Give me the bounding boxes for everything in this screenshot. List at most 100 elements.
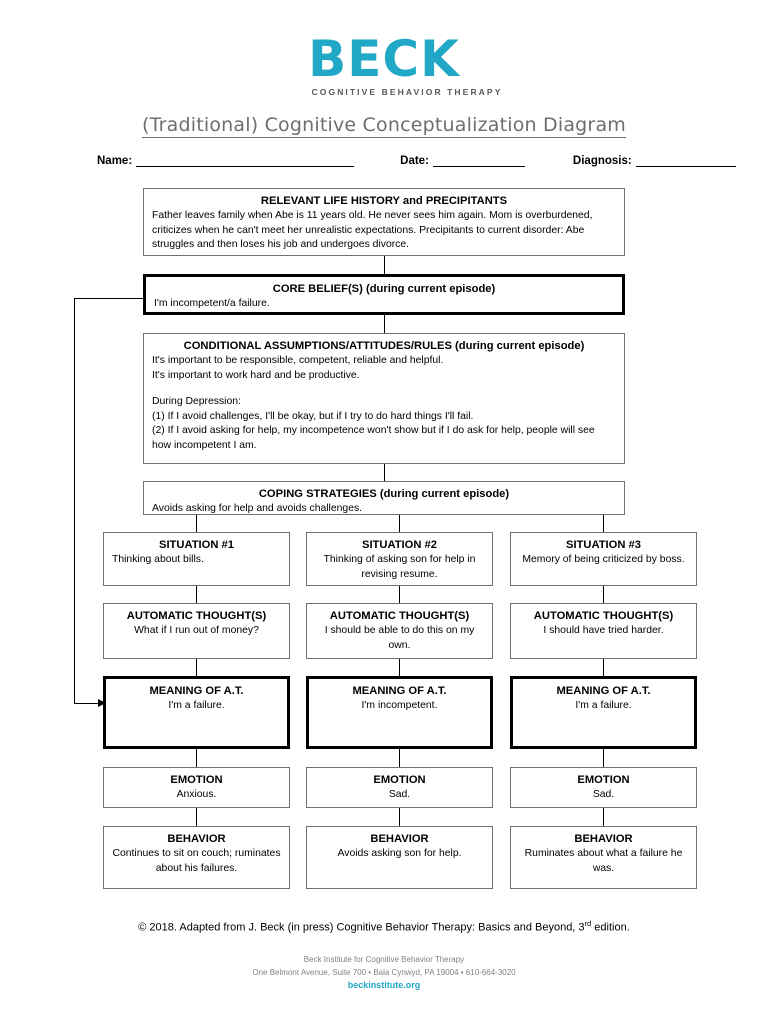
assumption-line-1: It's important to be responsible, compet… (152, 355, 444, 366)
connector-coping-to-situation-1 (196, 514, 198, 532)
copyright-ordinal: rd (584, 919, 592, 928)
automatic-thought-body-2: I should be able to do this on my own. (324, 625, 475, 651)
emotion-header-2: EMOTION (373, 774, 426, 786)
copyright-line: © 2018. Adapted from J. Beck (in press) … (0, 919, 768, 934)
assumption-line-2: It's important to work hard and be produ… (152, 369, 360, 381)
connector-c3-meaning-to-emotion (603, 749, 605, 767)
situation-box-3[interactable]: SITUATION #3 Memory of being criticized … (510, 532, 697, 586)
name-input[interactable] (136, 155, 355, 167)
emotion-box-3[interactable]: EMOTION Sad. (510, 767, 697, 808)
meaning-of-at-body-2: I'm incompetent. (361, 700, 438, 711)
diagnosis-input[interactable] (635, 155, 736, 167)
connector-c2-situation-to-thought (399, 586, 401, 603)
connector-c2-emotion-to-behavior (399, 808, 401, 826)
institute-address: One Belmont Avenue, Suite 700 • Bala Cyn… (252, 968, 516, 977)
automatic-thought-header-3: AUTOMATIC THOUGHT(S) (533, 610, 674, 622)
date-input[interactable] (432, 155, 525, 167)
behavior-header-2: BEHAVIOR (370, 833, 429, 845)
automatic-thought-body-3: I should have tried harder. (543, 625, 664, 636)
situation-header-1: SITUATION #1 (158, 539, 234, 551)
core-beliefs-box[interactable]: CORE BELIEF(S) (during current episode) … (143, 274, 625, 315)
meaning-of-at-header-2: MEANING OF A.T. (352, 685, 447, 697)
connector-c1-emotion-to-behavior (196, 808, 198, 826)
connector-assumptions-to-coping (384, 463, 386, 481)
feedback-loop-vertical-segment (74, 298, 76, 704)
connector-corebelief-to-assumptions (384, 313, 386, 334)
situation-body-3: Memory of being criticized by boss. (522, 554, 685, 565)
core-beliefs-body: I'm incompetent/a failure. (154, 298, 270, 309)
meaning-of-at-header-3: MEANING OF A.T. (556, 685, 651, 697)
behavior-body-1: Continues to sit on couch; ruminates abo… (112, 848, 281, 874)
name-label: Name: (97, 155, 133, 167)
conditional-assumptions-body: It's important to be responsible, compet… (152, 354, 616, 453)
automatic-thought-box-2[interactable]: AUTOMATIC THOUGHT(S) I should be able to… (306, 603, 493, 659)
connector-coping-to-situation-2 (399, 514, 401, 532)
connector-c3-thought-to-meaning (603, 659, 605, 676)
automatic-thought-box-1[interactable]: AUTOMATIC THOUGHT(S) What if I run out o… (103, 603, 290, 659)
feedback-loop-bottom-segment (74, 703, 102, 705)
connector-c3-situation-to-thought (603, 586, 605, 603)
behavior-box-1[interactable]: BEHAVIOR Continues to sit on couch; rumi… (103, 826, 290, 889)
conditional-assumptions-box[interactable]: CONDITIONAL ASSUMPTIONS/ATTITUDES/RULES … (143, 333, 625, 464)
page-title-text: (Traditional) Cognitive Conceptualizatio… (141, 114, 626, 138)
situation-body-1: Thinking about bills. (112, 554, 204, 565)
assumption-spacer (152, 383, 616, 395)
behavior-box-2[interactable]: BEHAVIOR Avoids asking son for help. (306, 826, 493, 889)
emotion-header-1: EMOTION (170, 774, 223, 786)
situation-box-1[interactable]: SITUATION #1 Thinking about bills. (103, 532, 290, 586)
automatic-thought-header-1: AUTOMATIC THOUGHT(S) (126, 610, 267, 622)
coping-strategies-header: COPING STRATEGIES (during current episod… (258, 488, 510, 500)
behavior-box-3[interactable]: BEHAVIOR Ruminates about what a failure … (510, 826, 697, 889)
situation-box-2[interactable]: SITUATION #2 Thinking of asking son for … (306, 532, 493, 586)
institute-website-link[interactable]: beckinstitute.org (347, 980, 421, 990)
connector-c1-situation-to-thought (196, 586, 198, 603)
meaning-of-at-box-1[interactable]: MEANING OF A.T. I'm a failure. (103, 676, 290, 749)
beck-logo: BECK COGNITIVE BEHAVIOR THERAPY (0, 34, 768, 97)
institute-footer: Beck Institute for Cognitive Behavior Th… (0, 953, 768, 992)
emotion-header-3: EMOTION (577, 774, 630, 786)
coping-strategies-body: Avoids asking for help and avoids challe… (152, 503, 363, 514)
logo-tagline: COGNITIVE BEHAVIOR THERAPY (311, 87, 503, 97)
connector-c2-thought-to-meaning (399, 659, 401, 676)
assumption-line-3: During Depression: (152, 396, 241, 407)
connector-c1-thought-to-meaning (196, 659, 198, 676)
behavior-header-3: BEHAVIOR (574, 833, 633, 845)
assumption-line-5: (2) If I avoid asking for help, my incom… (152, 425, 595, 451)
meaning-of-at-box-2[interactable]: MEANING OF A.T. I'm incompetent. (306, 676, 493, 749)
connector-c2-meaning-to-emotion (399, 749, 401, 767)
core-beliefs-header: CORE BELIEF(S) (during current episode) (272, 283, 496, 295)
assumption-line-4: (1) If I avoid challenges, I'll be okay,… (152, 410, 474, 422)
page-title: (Traditional) Cognitive Conceptualizatio… (0, 114, 768, 138)
copyright-text: © 2018. Adapted from J. Beck (in press) … (138, 921, 585, 934)
conditional-assumptions-header: CONDITIONAL ASSUMPTIONS/ATTITUDES/RULES … (183, 340, 585, 352)
copyright-suffix: edition. (591, 921, 630, 934)
emotion-body-1: Anxious. (176, 789, 217, 800)
situation-body-2: Thinking of asking son for help in revis… (323, 554, 476, 580)
emotion-box-2[interactable]: EMOTION Sad. (306, 767, 493, 808)
feedback-loop-top-segment (74, 298, 144, 300)
name-field-group: Name: (97, 155, 355, 167)
connector-c1-meaning-to-emotion (196, 749, 198, 767)
patient-info-row: Name: Date: Diagnosis: (97, 155, 736, 167)
relevant-life-history-header: RELEVANT LIFE HISTORY and PRECIPITANTS (260, 195, 508, 207)
meaning-of-at-body-1: I'm a failure. (168, 700, 225, 711)
situation-header-3: SITUATION #3 (565, 539, 641, 551)
relevant-life-history-body: Father leaves family when Abe is 11 year… (152, 210, 593, 250)
situation-header-2: SITUATION #2 (361, 539, 437, 551)
relevant-life-history-box[interactable]: RELEVANT LIFE HISTORY and PRECIPITANTS F… (143, 188, 625, 256)
emotion-box-1[interactable]: EMOTION Anxious. (103, 767, 290, 808)
automatic-thought-header-2: AUTOMATIC THOUGHT(S) (329, 610, 470, 622)
automatic-thought-box-3[interactable]: AUTOMATIC THOUGHT(S) I should have tried… (510, 603, 697, 659)
date-field-group: Date: (400, 155, 525, 167)
institute-name: Beck Institute for Cognitive Behavior Th… (303, 955, 465, 964)
connector-c3-emotion-to-behavior (603, 808, 605, 826)
connector-history-to-corebelief (384, 255, 386, 275)
meaning-of-at-box-3[interactable]: MEANING OF A.T. I'm a failure. (510, 676, 697, 749)
coping-strategies-box[interactable]: COPING STRATEGIES (during current episod… (143, 481, 625, 515)
connector-coping-to-situation-3 (603, 514, 605, 532)
diagnosis-field-group: Diagnosis: (573, 155, 736, 167)
behavior-body-2: Avoids asking son for help. (337, 848, 462, 859)
automatic-thought-body-1: What if I run out of money? (134, 625, 259, 636)
diagnosis-label: Diagnosis: (572, 155, 632, 167)
